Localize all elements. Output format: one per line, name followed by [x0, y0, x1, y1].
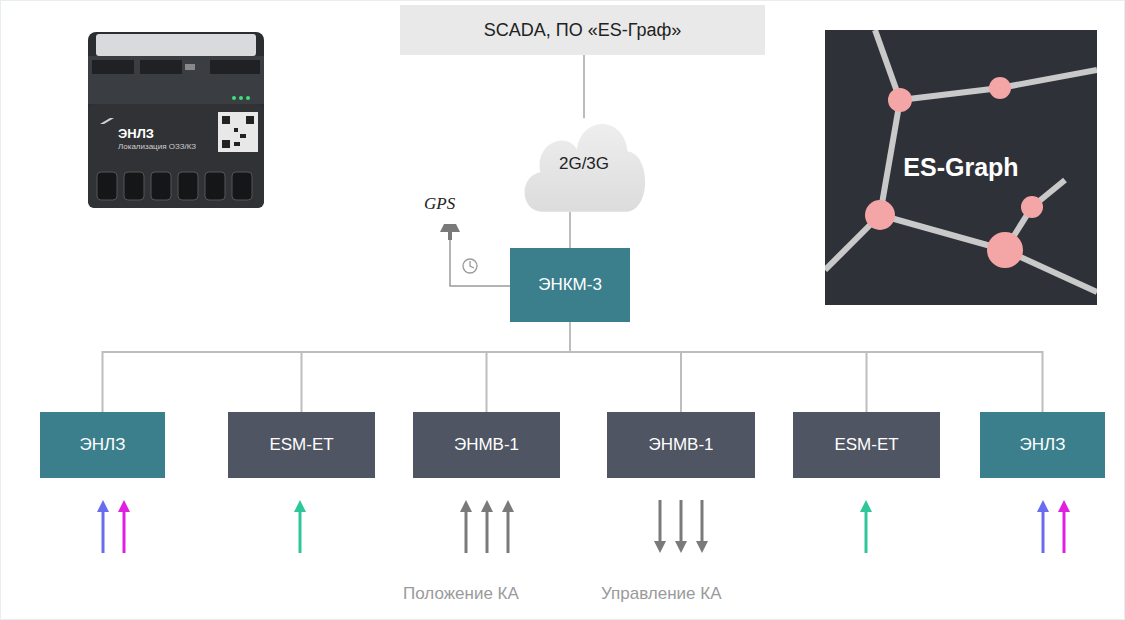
connector-line: [570, 322, 1043, 412]
device-illustration: [88, 32, 264, 208]
node-text: ЭНЛЗ: [1020, 435, 1066, 455]
node-text: ЭНМВ-1: [648, 435, 713, 455]
graph-node: [989, 77, 1011, 99]
device-box: ЭНЛЗ: [980, 412, 1105, 478]
connector-line: [103, 322, 571, 412]
device-box: ЭНМВ-1: [607, 412, 755, 478]
node-text: ESM-ET: [834, 435, 898, 455]
graph-edge: [880, 100, 900, 215]
graph-node: [1021, 196, 1043, 218]
gps-label: GPS: [424, 194, 455, 214]
graph-edge: [880, 215, 1005, 250]
signal-label: Положение КА: [403, 584, 519, 604]
controller-box: ЭНКМ-3: [510, 248, 630, 322]
connector-line: [302, 322, 571, 412]
cloud-outline: [525, 124, 646, 212]
node-text: ЭНМВ-1: [454, 435, 519, 455]
graph-node: [987, 232, 1023, 268]
graph-node: [888, 88, 912, 112]
logo-panel: ES-Graph: [825, 30, 1097, 305]
device-box: ЭНЛЗ: [40, 412, 165, 478]
node-text: SCADA, ПО «ES-Граф»: [484, 20, 682, 41]
connector-line: [487, 322, 571, 412]
system-box: SCADA, ПО «ES-Граф»: [400, 5, 765, 55]
device-box: ESM-ET: [228, 412, 375, 478]
connector-line: [583, 55, 585, 118]
node-text: ES-Graph: [903, 153, 1018, 182]
device-box: ESM-ET: [793, 412, 940, 478]
node-text: ESM-ET: [269, 435, 333, 455]
graph-node: [865, 200, 895, 230]
device-brand: ЭНЛЗ: [118, 126, 154, 141]
signal-arrows: [103, 500, 1064, 553]
graph-edge: [900, 88, 1000, 100]
node-text: ЭНКМ-3: [538, 275, 602, 295]
connector-line: [569, 212, 571, 248]
device-box: ЭНМВ-1: [413, 412, 560, 478]
network-cloud: 2G/3G: [518, 112, 650, 216]
connector-line: [570, 322, 681, 412]
signal-label: Управление КА: [601, 584, 721, 604]
gps-antenna: [440, 224, 510, 286]
node-text: ЭНЛЗ: [80, 435, 126, 455]
graph-edge: [1000, 70, 1097, 88]
node-text: 2G/3G: [559, 154, 609, 174]
connector-line: [570, 322, 867, 412]
device-caption: Локализация ОЗЗ/КЗ: [118, 142, 196, 151]
